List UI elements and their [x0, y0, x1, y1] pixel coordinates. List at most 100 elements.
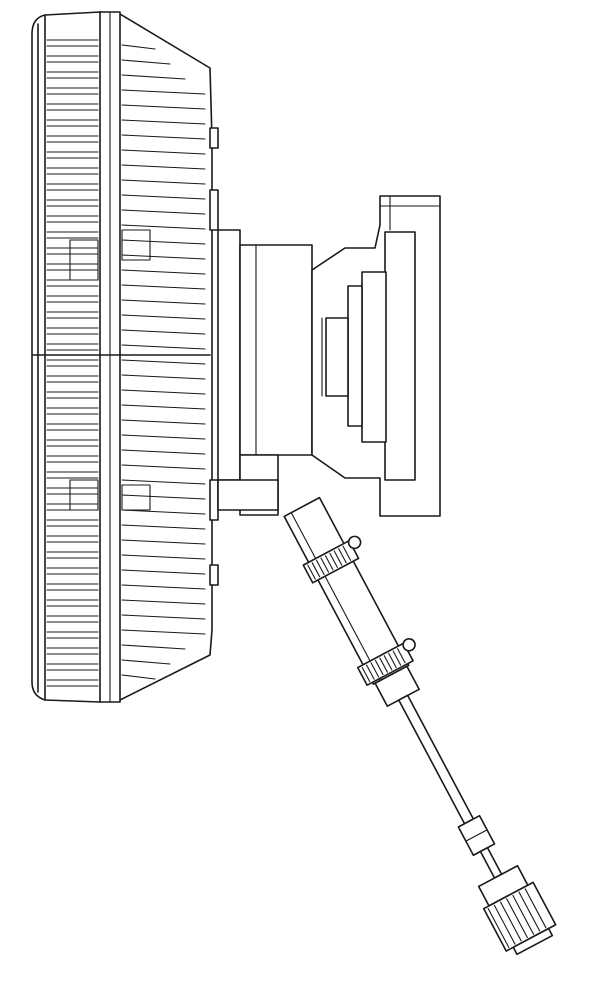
fin-line [122, 120, 205, 124]
mount-tab [210, 480, 218, 520]
clamp-ribs [362, 649, 405, 682]
fin-line [122, 525, 205, 529]
clamp-screw [401, 637, 417, 653]
fin-hub-detail [70, 240, 98, 280]
fin-line [122, 195, 205, 199]
fin-hub-detail [70, 480, 98, 510]
fin-line [122, 600, 205, 604]
fin-line [122, 675, 155, 679]
fin-line [122, 630, 205, 634]
mount-tab [210, 565, 218, 585]
clutch-hub [218, 230, 312, 515]
mount-tab [210, 190, 218, 230]
clamp-ribs [308, 546, 351, 579]
fin-line [122, 405, 205, 409]
fin-line [122, 90, 205, 94]
electrical-connector-icon [473, 863, 559, 958]
clamp-rib [393, 651, 401, 665]
fin-line [122, 375, 205, 379]
hose-edge [291, 513, 380, 681]
clamp-rib [321, 558, 329, 572]
cooling-fins-front [47, 40, 98, 686]
fin-line [122, 390, 205, 394]
clamp-rib [317, 560, 325, 574]
flange-boss [326, 318, 348, 396]
clamp-rib [312, 563, 320, 577]
connector-rib [525, 889, 546, 928]
fin-line [122, 240, 205, 244]
fin-line [122, 420, 205, 424]
clamp-screw [346, 534, 362, 550]
clamp-rib [371, 663, 379, 677]
fin-line [122, 465, 205, 469]
fin-line [122, 270, 205, 274]
flange-face [385, 232, 415, 480]
connector-rib [501, 902, 522, 941]
wire-tail [480, 848, 501, 878]
hose-clamp-lower [357, 637, 422, 686]
clamp-rib [389, 653, 397, 667]
fin-line [122, 135, 205, 139]
clamp-rib [343, 546, 351, 560]
clamp-rib [325, 556, 333, 570]
fin-line [122, 450, 205, 454]
clamp-rib [339, 549, 347, 563]
flange-step [362, 272, 386, 442]
connector-rib [519, 892, 540, 931]
fin-line [122, 360, 205, 364]
fin-line [122, 330, 205, 334]
fin-line [122, 255, 205, 259]
cooling-fins-rear [122, 45, 205, 679]
clamp-rib [362, 667, 370, 681]
fin-line [122, 480, 205, 484]
fin-line [122, 435, 205, 439]
hub-lower-bracket [218, 480, 278, 510]
connector-rib [507, 899, 528, 938]
hub-body [240, 245, 312, 455]
fin-line [122, 495, 205, 499]
clamp-rib [398, 649, 406, 663]
clamp-rib [380, 658, 388, 672]
connector-rib [488, 909, 509, 948]
connector-rib [513, 895, 534, 934]
fin-line [122, 510, 205, 514]
fin-hub-detail [122, 230, 150, 260]
wire-sleeve-line [466, 830, 487, 841]
fin-line [122, 540, 205, 544]
clamp-rib [384, 656, 392, 670]
mount-tab [210, 128, 218, 148]
fin-line [122, 45, 155, 49]
hub-flange-ring [218, 230, 240, 480]
clamp-rib [330, 553, 338, 567]
fin-line [122, 555, 205, 559]
connector-cap [513, 929, 552, 955]
flange-step [348, 286, 362, 426]
clamp-rib [375, 660, 383, 674]
clamp-rib [367, 665, 375, 679]
clamp-rib [308, 565, 316, 579]
fin-line [122, 585, 205, 589]
sensor-cable-assembly [277, 490, 566, 958]
fin-line [122, 210, 205, 214]
mounting-flange [312, 196, 440, 516]
fin-line [122, 165, 205, 169]
fin-line [122, 615, 205, 619]
fin-line [122, 315, 205, 319]
fin-line [122, 285, 205, 289]
fin-line [122, 300, 205, 304]
fan-clutch-disc [32, 12, 218, 702]
clamp-rib [334, 551, 342, 565]
fin-line [122, 150, 205, 154]
fin-line [122, 75, 185, 79]
fin-line [122, 180, 205, 184]
connector-ribs [488, 889, 546, 948]
fin-line [122, 570, 205, 574]
hose-clamp-upper [302, 534, 367, 583]
fin-hub-detail [122, 485, 150, 510]
fin-line [122, 645, 185, 649]
fin-line [122, 225, 205, 229]
fin-line [122, 105, 205, 109]
disc-outline [32, 12, 212, 702]
